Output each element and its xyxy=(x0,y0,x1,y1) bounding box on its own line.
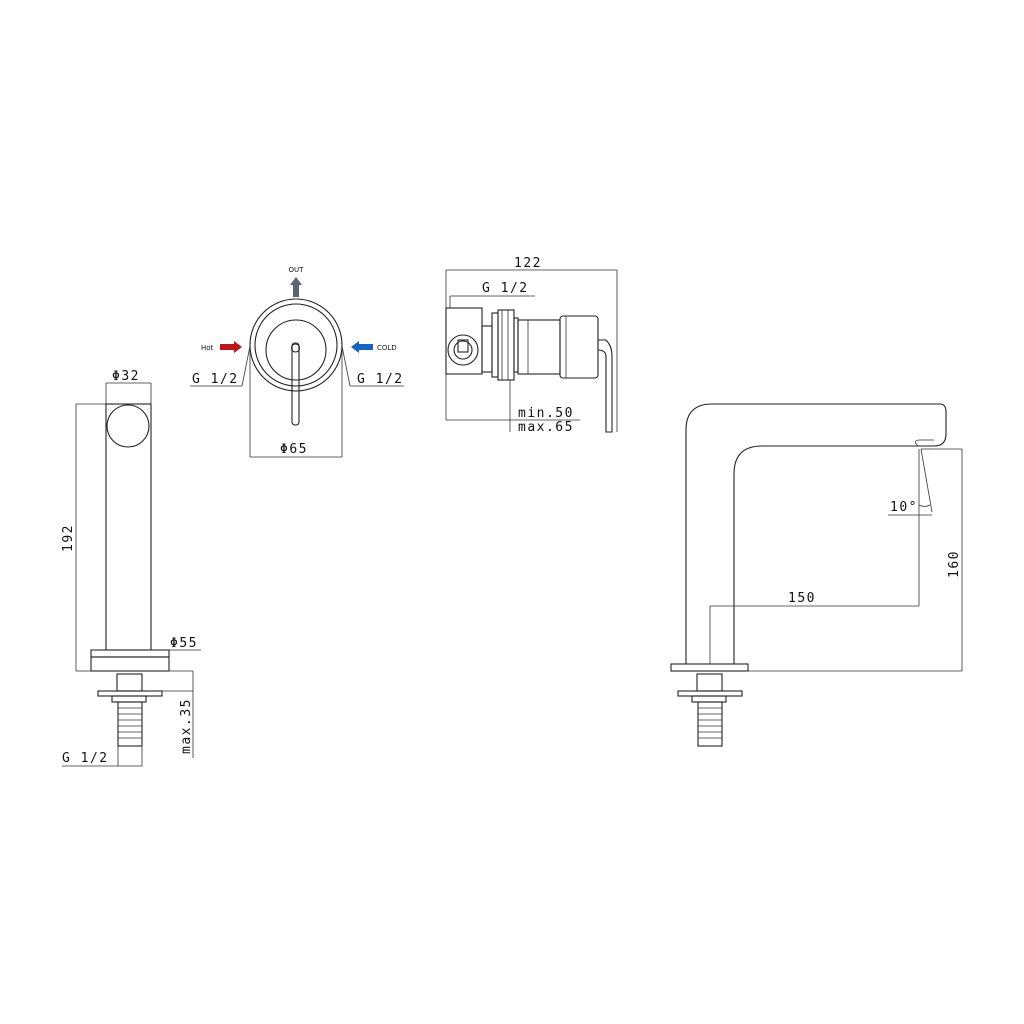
cover-plate-side xyxy=(497,309,515,381)
dim-wall-max: max.65 xyxy=(518,420,574,435)
valve-flange xyxy=(491,312,499,378)
spout-side-nut xyxy=(691,695,727,703)
out-arrow-icon xyxy=(290,277,302,297)
spout-profile xyxy=(685,403,947,664)
dim-valve-thread: G 1/2 xyxy=(482,281,529,296)
valve-handle xyxy=(291,342,300,426)
cold-label: COLD xyxy=(377,344,397,352)
cold-arrow-icon xyxy=(351,341,373,353)
spout-front-view: Φ32 192 Φ55 G 1/2 max.35 xyxy=(61,369,201,767)
dim-hot-thread: G 1/2 xyxy=(192,372,239,387)
spout-outlet-circle xyxy=(106,404,150,448)
spout-base-ring xyxy=(90,649,170,658)
dim-deck-thickness: max.35 xyxy=(179,698,194,754)
spout-side-base xyxy=(670,663,749,672)
dim-reach: 150 xyxy=(788,591,816,606)
dim-base-diameter: Φ55 xyxy=(170,636,198,651)
spout-side-shank-upper xyxy=(696,673,723,692)
valve-side-view: 122 G 1/2 min.50 max.65 xyxy=(445,256,618,435)
handle-pivot xyxy=(290,343,301,353)
dim-spout-height: 192 xyxy=(61,524,76,552)
valve-front-view: OUT Hot COLD G 1/2 G 1/2 Φ65 xyxy=(190,266,404,458)
cover-plate-outer xyxy=(249,298,343,392)
spout-side-threaded-stem xyxy=(697,701,723,747)
hot-label: Hot xyxy=(201,344,214,352)
dim-spout-thread: G 1/2 xyxy=(62,751,109,766)
valve-inlet-slot xyxy=(457,339,469,353)
spout-side-washer xyxy=(677,690,743,697)
cover-plate-inner xyxy=(254,303,338,387)
dim-cold-thread: G 1/2 xyxy=(357,372,404,387)
spout-base xyxy=(90,656,170,672)
valve-inlet-inner xyxy=(453,340,473,360)
spout-washer xyxy=(97,690,163,697)
dim-angle: 10° xyxy=(890,500,918,515)
spout-shank-upper xyxy=(116,673,143,692)
spout-threaded-stem xyxy=(117,701,143,747)
dim-wall-min: min.50 xyxy=(518,406,574,421)
hot-arrow-icon xyxy=(220,341,242,353)
spout-nut xyxy=(111,695,147,703)
valve-connector xyxy=(481,325,493,373)
cover-plate-back xyxy=(513,317,519,373)
spout-side-view: 10° 150 160 xyxy=(670,403,963,747)
valve-cartridge xyxy=(517,319,561,375)
dim-side-height: 160 xyxy=(947,550,962,578)
valve-knob xyxy=(265,319,327,381)
dim-valve-depth: 122 xyxy=(514,256,542,271)
valve-handle-side xyxy=(597,339,613,433)
dim-front-diameter: Φ32 xyxy=(112,369,140,384)
valve-inlet-outer xyxy=(447,334,479,366)
dim-plate-diameter: Φ65 xyxy=(280,442,308,457)
out-label: OUT xyxy=(289,266,305,274)
